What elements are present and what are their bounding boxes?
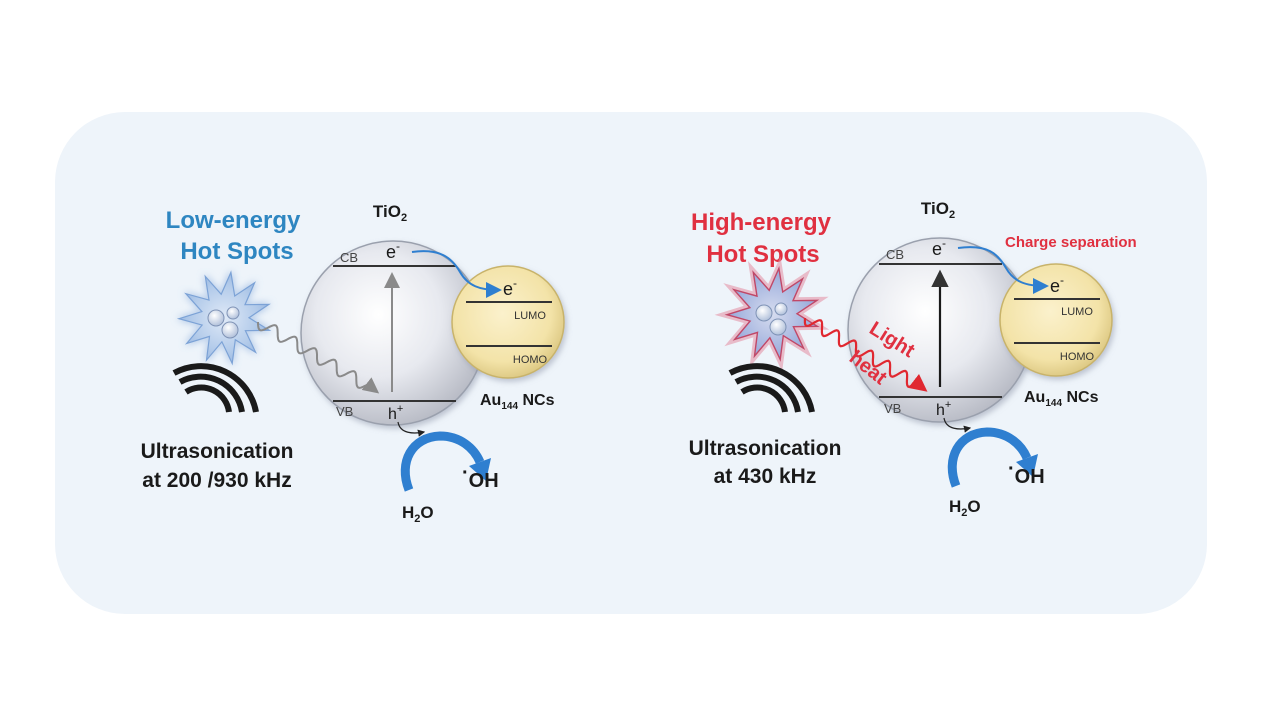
left-bubble-icon [207, 309, 225, 327]
left-tio2-label: TiO2 [373, 202, 407, 224]
left-au-nc-sphere [451, 265, 565, 379]
left-h2o-oh-curved-arrow [400, 431, 485, 492]
right-title-line1: High-energy [691, 209, 832, 236]
right-cb-label: CB [886, 247, 904, 262]
left-vb-hole: h+ [388, 403, 403, 423]
right-vb-hole: h+ [936, 399, 951, 419]
left-sonication-line1: Ultrasonication [141, 440, 294, 463]
right-cb-electron: e- [932, 236, 946, 259]
right-vb-label: VB [884, 401, 901, 416]
right-lumo-label: LUMO [1061, 306, 1093, 318]
left-scheme: Low-energy Hot Spots Ultrasonication at … [141, 202, 565, 525]
left-h2o-label: H2O [402, 503, 434, 525]
left-cb-electron: e- [386, 239, 400, 262]
left-electron-transfer-arrow [411, 250, 502, 298]
right-h2o-label: H2O [949, 497, 981, 519]
left-au-label: Au144 NCs [480, 392, 555, 412]
left-title-line2: Hot Spots [180, 238, 293, 265]
left-lumo-label: LUMO [514, 310, 546, 322]
right-au-nc-sphere [999, 263, 1113, 377]
right-hole-arrow [943, 417, 972, 433]
right-title-line2: Hot Spots [706, 241, 819, 268]
left-sonication-line2: at 200 /930 kHz [142, 469, 291, 492]
background-panel [55, 112, 1207, 614]
right-electron-transfer-arrow [957, 246, 1049, 294]
left-bubble-icon [226, 306, 240, 320]
right-h2o-oh-arrowhead [1016, 454, 1038, 477]
right-tio2-label: TiO2 [921, 199, 955, 221]
right-sonication-line2: at 430 kHz [714, 465, 817, 488]
right-scheme: High-energy Hot Spots Ultrasonication at… [689, 199, 1137, 519]
right-oh-label: ·OH [1008, 458, 1045, 488]
right-bubble-icon [774, 302, 788, 316]
right-sound-waves-icon [728, 363, 815, 413]
right-bubble-icon [755, 304, 773, 322]
right-bubble-icon [769, 318, 787, 336]
right-homo-label: HOMO [1060, 351, 1095, 363]
left-cb-label: CB [340, 250, 358, 265]
left-hotspot-star-icon [176, 270, 272, 366]
left-sound-waves-icon [172, 363, 259, 413]
left-vb-label: VB [336, 404, 353, 419]
right-sonication-line1: Ultrasonication [689, 437, 842, 460]
right-hotspot-star-icon [714, 256, 830, 372]
left-title-line1: Low-energy [166, 207, 301, 234]
left-hole-arrow [397, 421, 426, 437]
left-h2o-oh-arrowhead [469, 458, 491, 481]
left-oh-label: ·OH [462, 462, 499, 492]
left-bubble-icon [221, 321, 239, 339]
left-au-electron: e- [503, 276, 517, 299]
right-au-label: Au144 NCs [1024, 389, 1099, 409]
left-homo-label: HOMO [513, 354, 548, 366]
left-energy-wave-arrow [257, 322, 380, 394]
right-h2o-oh-curved-arrow [947, 427, 1032, 488]
right-charge-separation-label: Charge separation [1005, 234, 1137, 251]
right-au-electron: e- [1050, 273, 1064, 296]
right-heat-wave-arrow [803, 317, 928, 392]
